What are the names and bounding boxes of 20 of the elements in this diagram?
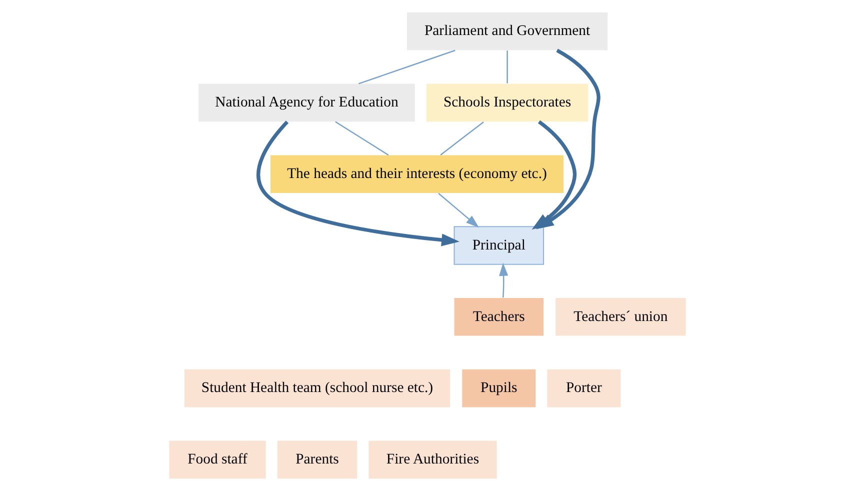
node-box: National Agency for Education <box>198 84 415 122</box>
node-box: Principal <box>454 226 544 265</box>
node-box: Food staff <box>169 440 266 479</box>
connector <box>440 121 484 156</box>
node-box: Schools Inspectorates <box>426 84 588 122</box>
connector <box>506 50 508 84</box>
node-box: Parliament and Government <box>407 12 608 50</box>
node-box: Teachers <box>454 298 544 336</box>
node-box: Teachers´ union <box>556 298 686 336</box>
node-box: Fire Authorities <box>368 440 497 479</box>
node-box: Pupils <box>462 369 536 408</box>
node-box: Parents <box>277 440 358 479</box>
node-box: Student Health team (school nurse etc.) <box>184 369 450 408</box>
node-box: The heads and their interests (economy etc.) <box>270 155 564 193</box>
arrow <box>499 262 508 298</box>
node-box: Porter <box>547 369 621 408</box>
connector <box>335 121 389 156</box>
connector <box>358 50 456 84</box>
arrow <box>438 192 479 228</box>
arrow <box>256 120 460 246</box>
